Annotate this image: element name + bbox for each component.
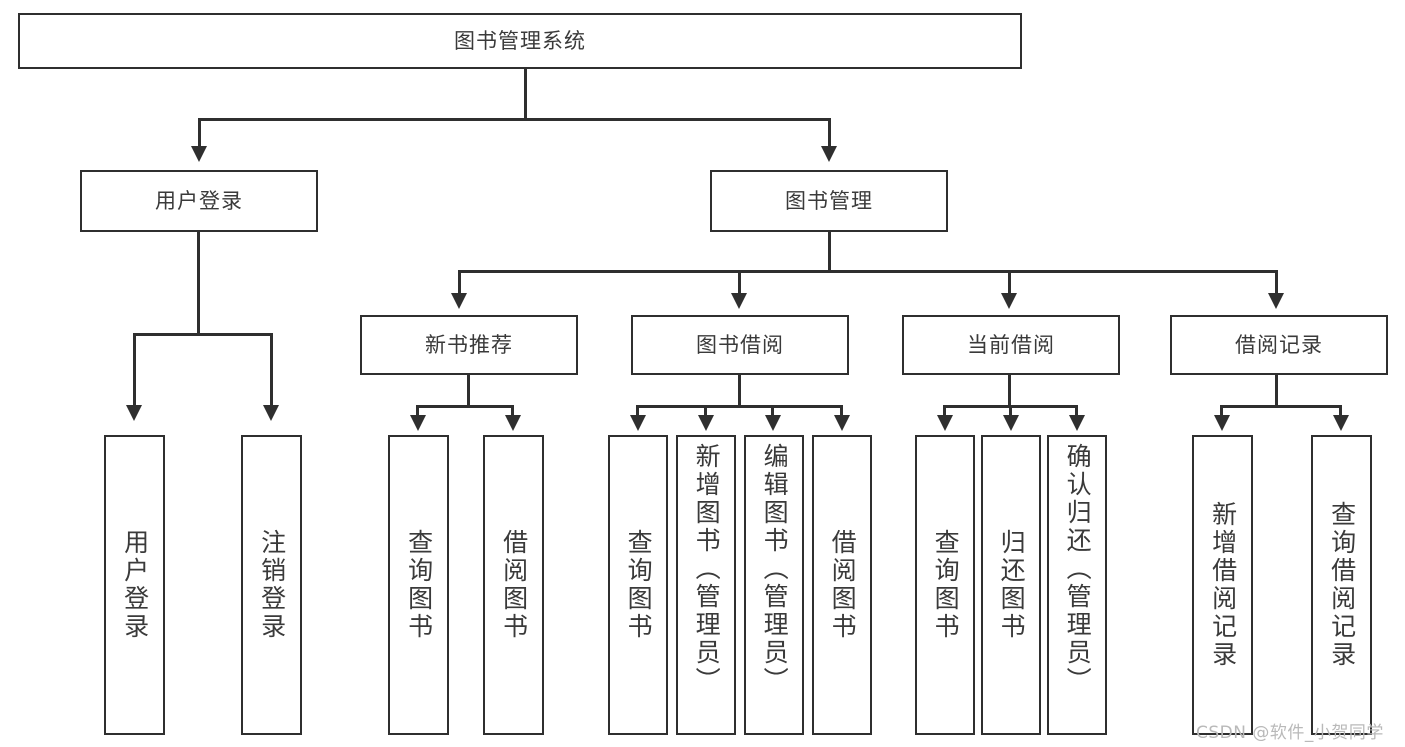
leaf-label: 新增图书（管理员） xyxy=(692,443,722,695)
leaf-current-return-book[interactable]: 归还图书 xyxy=(981,435,1041,735)
leaf-new-book-query[interactable]: 查询图书 xyxy=(388,435,449,735)
node-book-management[interactable]: 图书管理 xyxy=(710,170,948,232)
node-new-book-recommend[interactable]: 新书推荐 xyxy=(360,315,578,375)
leaf-label: 借阅图书 xyxy=(828,529,858,641)
node-label: 图书管理系统 xyxy=(454,28,586,53)
arrowhead-cb-leaf-2 xyxy=(1003,415,1019,431)
leaf-label: 查询借阅记录 xyxy=(1327,501,1357,669)
connector-new-book-bus xyxy=(416,405,514,408)
leaf-label: 查询图书 xyxy=(931,529,961,641)
leaf-new-book-borrow[interactable]: 借阅图书 xyxy=(483,435,544,735)
arrowhead-bb-leaf-4 xyxy=(834,415,850,431)
connector-level3-bus xyxy=(458,270,1278,273)
connector-root-stem xyxy=(524,69,527,118)
connector-drop-bb-4 xyxy=(840,405,843,417)
node-label: 新书推荐 xyxy=(425,332,513,357)
arrowhead-login-2 xyxy=(263,405,279,421)
node-label: 借阅记录 xyxy=(1235,332,1323,357)
leaf-current-confirm-return-admin[interactable]: 确认归还（管理员） xyxy=(1047,435,1107,735)
leaf-borrow-edit-book-admin[interactable]: 编辑图书（管理员） xyxy=(744,435,804,735)
arrowhead-new-book-leaf-2 xyxy=(505,415,521,431)
arrowhead-book-borrow xyxy=(731,293,747,309)
node-current-borrow[interactable]: 当前借阅 xyxy=(902,315,1120,375)
connector-drop-bb-2 xyxy=(704,405,707,417)
connector-level2-bus xyxy=(198,118,830,121)
leaf-user-login[interactable]: 用户登录 xyxy=(104,435,165,735)
arrowhead-new-book xyxy=(451,293,467,309)
connector-user-login-bus xyxy=(133,333,273,336)
arrowhead-br-leaf-2 xyxy=(1333,415,1349,431)
connector-drop-user-login xyxy=(198,118,201,148)
arrowhead-book-management xyxy=(821,146,837,162)
node-label: 图书借阅 xyxy=(696,332,784,357)
connector-drop-cb-2 xyxy=(1009,405,1012,417)
leaf-record-add[interactable]: 新增借阅记录 xyxy=(1192,435,1253,735)
arrowhead-current-borrow xyxy=(1001,293,1017,309)
connector-drop-login-2 xyxy=(270,333,273,407)
connector-drop-book-borrow xyxy=(738,270,741,295)
leaf-label: 查询图书 xyxy=(624,529,654,641)
connector-drop-book-management xyxy=(828,118,831,148)
watermark-text: CSDN @软件_小贺同学 xyxy=(1196,723,1384,743)
connector-drop-current-borrow xyxy=(1008,270,1011,295)
node-label: 用户登录 xyxy=(155,188,243,213)
leaf-borrow-query-book[interactable]: 查询图书 xyxy=(608,435,668,735)
connector-book-borrow-bus xyxy=(636,405,843,408)
arrowhead-br-leaf-1 xyxy=(1214,415,1230,431)
leaf-current-query-book[interactable]: 查询图书 xyxy=(915,435,975,735)
node-label: 当前借阅 xyxy=(967,332,1055,357)
leaf-logout[interactable]: 注销登录 xyxy=(241,435,302,735)
leaf-label: 归还图书 xyxy=(997,529,1027,641)
arrowhead-bb-leaf-3 xyxy=(765,415,781,431)
connector-book-borrow-stem xyxy=(738,375,741,407)
leaf-label: 借阅图书 xyxy=(499,529,529,641)
leaf-label: 确认归还（管理员） xyxy=(1063,443,1093,695)
arrowhead-cb-leaf-3 xyxy=(1069,415,1085,431)
arrowhead-borrow-record xyxy=(1268,293,1284,309)
node-book-borrow[interactable]: 图书借阅 xyxy=(631,315,849,375)
connector-drop-cb-3 xyxy=(1075,405,1078,417)
connector-borrow-record-bus xyxy=(1220,405,1342,408)
connector-drop-bb-1 xyxy=(636,405,639,417)
node-borrow-record[interactable]: 借阅记录 xyxy=(1170,315,1388,375)
connector-drop-bb-3 xyxy=(771,405,774,417)
leaf-label: 查询图书 xyxy=(404,529,434,641)
connector-drop-borrow-record xyxy=(1275,270,1278,295)
arrowhead-user-login xyxy=(191,146,207,162)
arrowhead-new-book-leaf-1 xyxy=(410,415,426,431)
connector-book-management-stem xyxy=(828,232,831,272)
leaf-label: 新增借阅记录 xyxy=(1208,501,1238,669)
leaf-borrow-add-book-admin[interactable]: 新增图书（管理员） xyxy=(676,435,736,735)
leaf-borrow-borrow-book[interactable]: 借阅图书 xyxy=(812,435,872,735)
connector-drop-new-book-1 xyxy=(416,405,419,417)
connector-borrow-record-stem xyxy=(1275,375,1278,407)
connector-user-login-stem xyxy=(197,232,200,335)
arrowhead-bb-leaf-2 xyxy=(698,415,714,431)
connector-drop-br-1 xyxy=(1220,405,1223,417)
connector-drop-cb-1 xyxy=(943,405,946,417)
node-root-book-management-system[interactable]: 图书管理系统 xyxy=(18,13,1022,69)
leaf-label: 用户登录 xyxy=(120,529,150,641)
connector-drop-new-book xyxy=(458,270,461,295)
connector-drop-login-1 xyxy=(133,333,136,407)
leaf-record-query[interactable]: 查询借阅记录 xyxy=(1311,435,1372,735)
arrowhead-bb-leaf-1 xyxy=(630,415,646,431)
connector-drop-new-book-2 xyxy=(511,405,514,417)
node-label: 图书管理 xyxy=(785,188,873,213)
connector-new-book-stem xyxy=(467,375,470,407)
connector-current-borrow-stem xyxy=(1008,375,1011,407)
node-user-login[interactable]: 用户登录 xyxy=(80,170,318,232)
leaf-label: 编辑图书（管理员） xyxy=(760,443,790,695)
arrowhead-cb-leaf-1 xyxy=(937,415,953,431)
leaf-label: 注销登录 xyxy=(257,529,287,641)
connector-drop-br-2 xyxy=(1339,405,1342,417)
arrowhead-login-1 xyxy=(126,405,142,421)
